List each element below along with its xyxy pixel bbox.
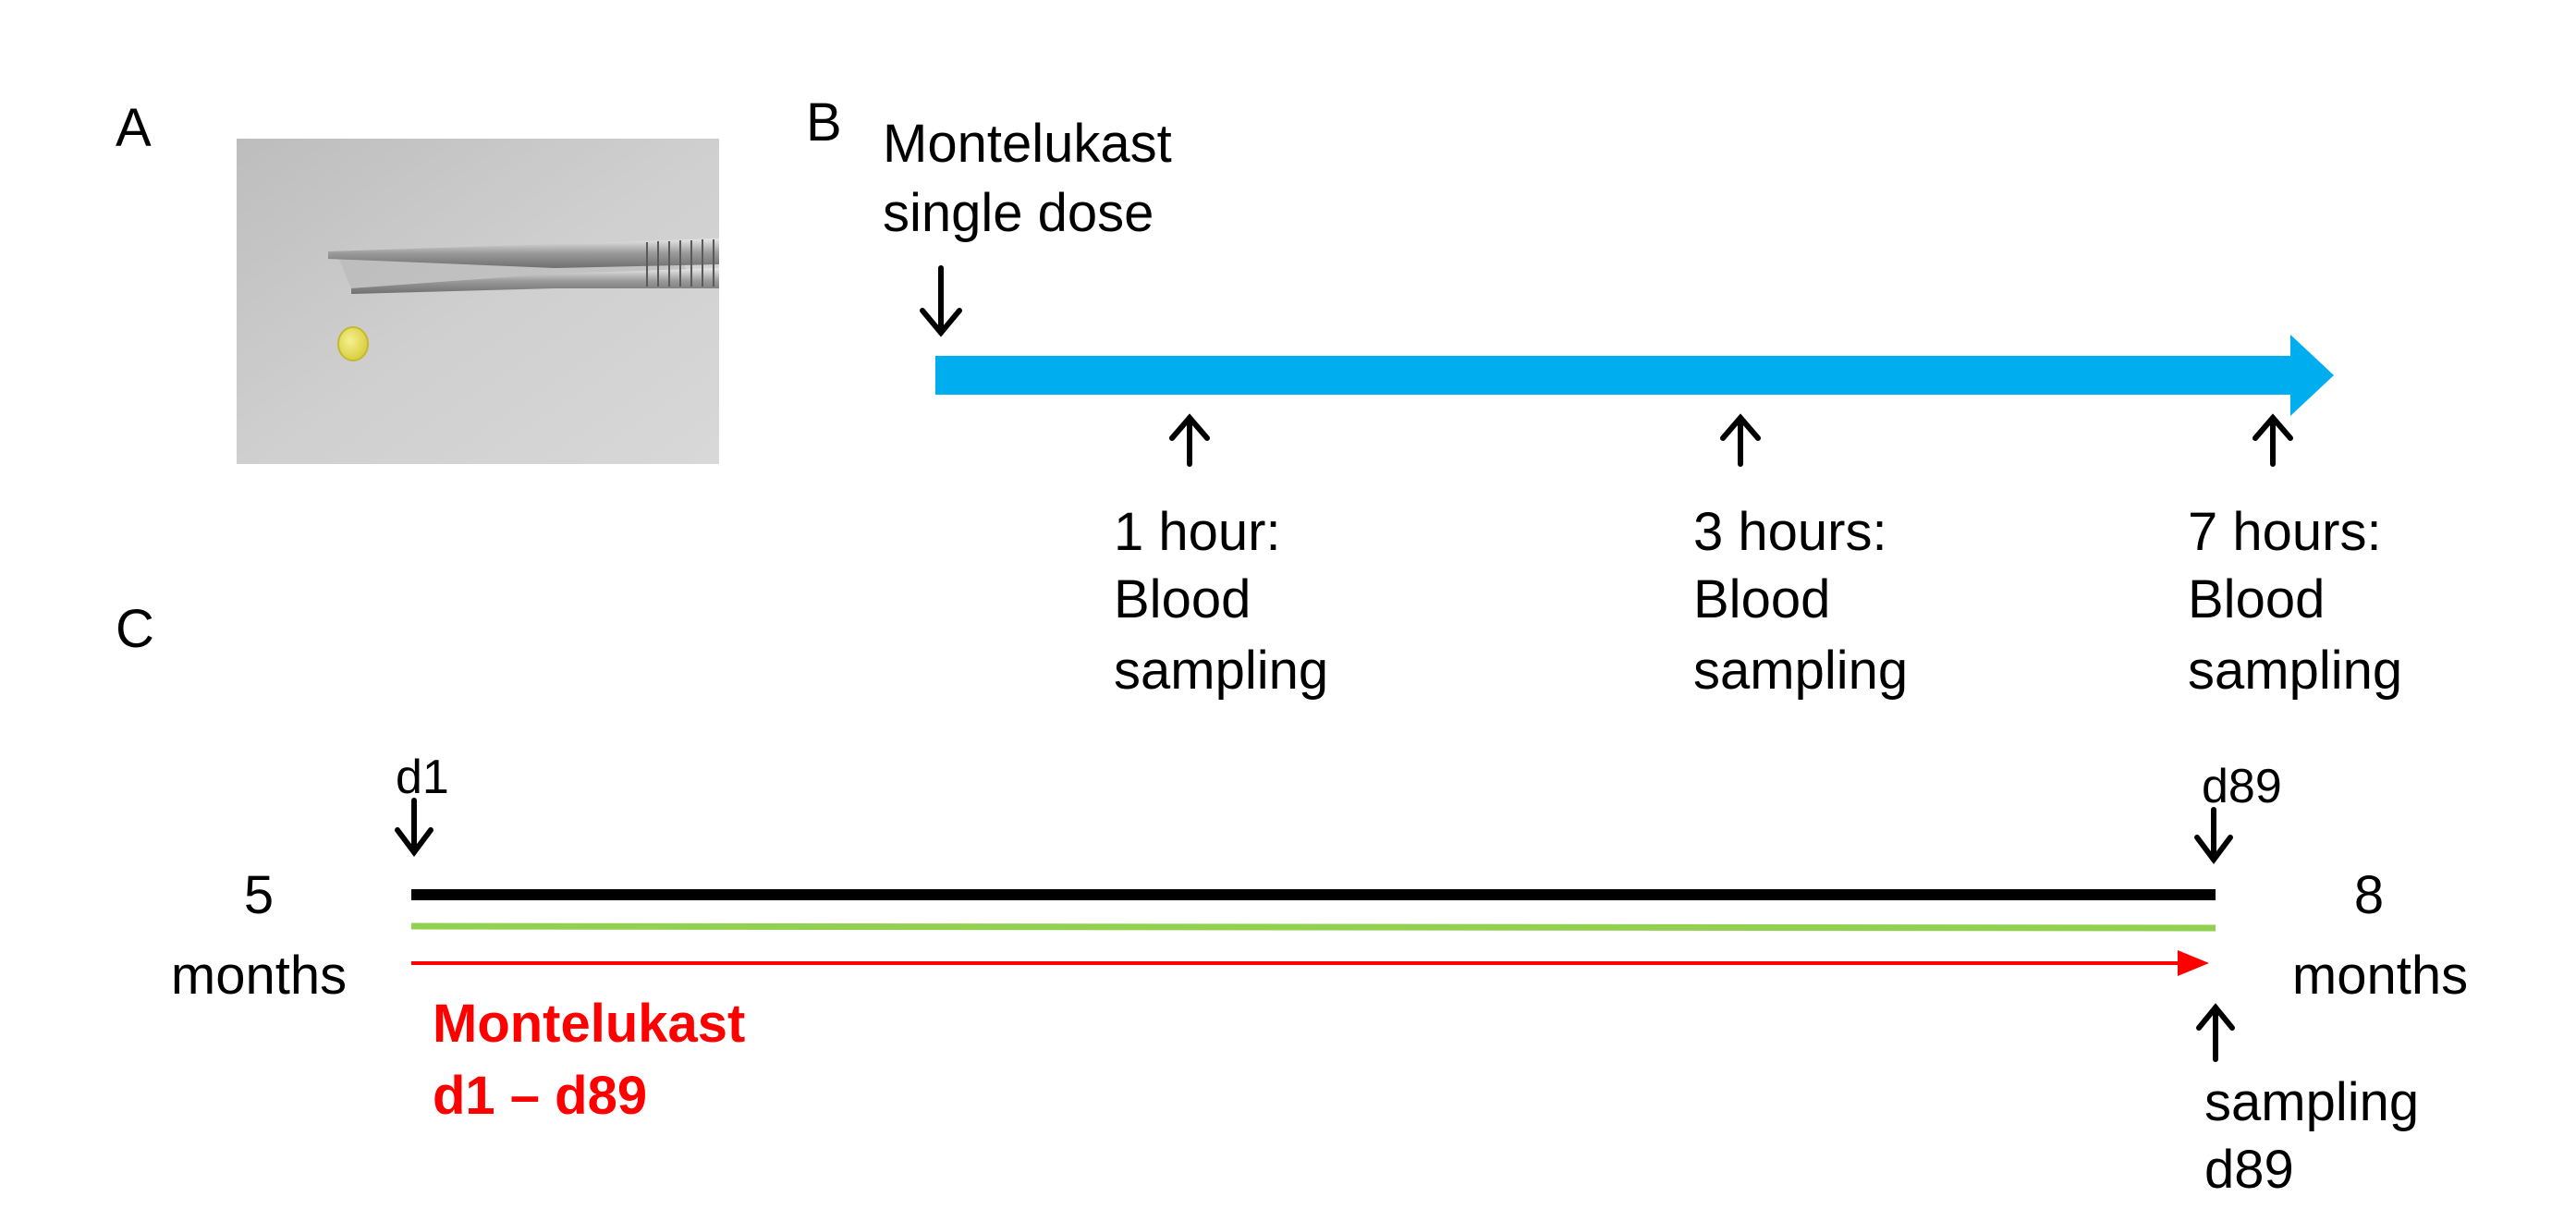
start-arrow-icon — [395, 798, 433, 857]
treatment-label-line1: Montelukast — [433, 994, 745, 1054]
end-age-number: 8 — [2354, 865, 2384, 925]
pellet-forceps-photo — [237, 139, 719, 464]
dose-arrow-icon — [920, 265, 962, 337]
svg-text:Blood: Blood — [2188, 569, 2325, 629]
end-day-label: d89 — [2202, 760, 2282, 813]
start-age-number: 5 — [244, 865, 274, 925]
panel-b-label: B — [806, 92, 842, 153]
panel-a-label: A — [116, 98, 152, 158]
start-age-unit: months — [171, 946, 347, 1006]
svg-text:Blood: Blood — [1114, 569, 1251, 629]
sampling-arrow-icon — [1720, 413, 1761, 467]
svg-text:sampling: sampling — [2188, 641, 2402, 701]
pellet — [337, 326, 369, 361]
panel-c-label: C — [116, 599, 154, 659]
time-course-arrow — [935, 335, 2334, 416]
sampling-arrow-icon — [2252, 413, 2293, 467]
sample-3-label: 3 hours: Blood sampling — [1693, 502, 1908, 701]
sampling-arrow-icon — [1169, 413, 1210, 467]
panel-c: C d1 d89 5 months 8 months Montelukast d… — [116, 599, 2468, 1200]
dose-label-line2: single dose — [883, 183, 1154, 243]
final-sampling-label-line2: d89 — [2204, 1140, 2294, 1200]
svg-text:7 hours:: 7 hours: — [2188, 502, 2382, 562]
svg-text:sampling: sampling — [1114, 641, 1328, 701]
svg-text:Blood: Blood — [1693, 569, 1830, 629]
green-timeline — [410, 922, 2216, 932]
svg-text:1 hour:: 1 hour: — [1114, 502, 1281, 562]
sample-7-label: 7 hours: Blood sampling — [2188, 502, 2402, 701]
final-sampling-arrow-icon — [2196, 1003, 2235, 1062]
panel-b: B Montelukast single dose 1 hour: Blood … — [806, 92, 2402, 701]
svg-text:sampling: sampling — [1693, 641, 1908, 701]
treatment-arrow — [411, 950, 2209, 976]
dose-label-line1: Montelukast — [883, 114, 1172, 174]
final-sampling-label-line1: sampling — [2204, 1072, 2419, 1132]
end-age-unit: months — [2292, 946, 2468, 1006]
panel-a: A — [116, 98, 719, 464]
end-arrow-icon — [2194, 807, 2233, 864]
start-day-label: d1 — [396, 751, 449, 804]
sample-1-label: 1 hour: Blood sampling — [1114, 502, 1328, 701]
svg-text:3 hours:: 3 hours: — [1693, 502, 1887, 562]
treatment-label-line2: d1 – d89 — [433, 1066, 647, 1126]
